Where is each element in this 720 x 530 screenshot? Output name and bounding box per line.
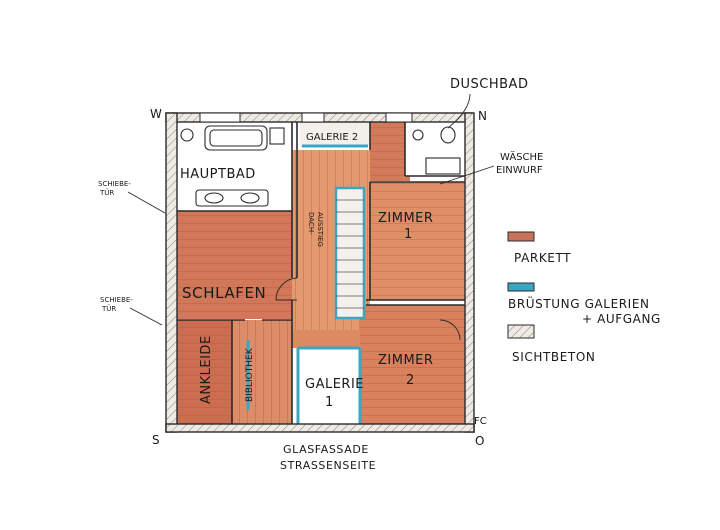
- annotation-duschbad: DUSCHBAD: [450, 77, 528, 92]
- annotation-waesche: WÄSCHE: [500, 150, 543, 163]
- annotation-einwurf: EINWURF: [496, 165, 543, 176]
- legend-swatch-parkett: [507, 231, 535, 242]
- legend-label-sichtbeton: SICHTBETON: [512, 350, 595, 364]
- label-dachausstieg-2: AUSSTIEG: [316, 212, 324, 247]
- toilet-icon: [180, 128, 194, 142]
- room-label-bibliothek: BIBLIOTHEK: [245, 347, 255, 402]
- room-label-ankleide: ANKLEIDE: [199, 335, 214, 404]
- artist-signature: FC: [474, 416, 487, 427]
- compass-north: N: [478, 109, 487, 123]
- room-label-hauptbad: HAUPTBAD: [180, 167, 256, 182]
- label-dachausstieg: DACH-: [307, 212, 315, 235]
- bathtub-icon: [204, 125, 268, 151]
- annotation-schiebetuer-1: SCHIEBE-: [98, 180, 131, 188]
- annotation-schiebetuer-2: SCHIEBE-: [100, 296, 133, 304]
- legend-label-bruestung: BRÜSTUNG GALERIEN: [508, 295, 650, 311]
- washbasin-icon: [195, 189, 269, 207]
- room-label-zimmer-2: ZIMMER: [378, 353, 433, 368]
- railings: [246, 144, 368, 424]
- room-label-zimmer-2-number: 2: [406, 373, 415, 388]
- room-label-galerie-1: GALERIE: [305, 377, 364, 392]
- legend-swatch-sichtbeton: [507, 324, 535, 339]
- door-swing: [275, 277, 298, 301]
- staircase: [334, 186, 366, 320]
- compass-east: O: [475, 434, 484, 448]
- annotation-glasfassade: GLASFASSADE: [283, 443, 369, 456]
- duschbad-sink-icon: [440, 126, 456, 144]
- room-label-galerie-1-number: 1: [325, 395, 334, 410]
- room-label-galerie-2: GALERIE 2: [306, 132, 358, 143]
- room-labels: HAUPTBAD GALERIE 2 SCHLAFEN ANKLEIDE BIB…: [180, 132, 433, 410]
- legend-swatch-bruestung: [507, 282, 535, 292]
- annotation-schiebetuer-2b: TÜR: [101, 304, 116, 313]
- bathroom-fixtures: [180, 125, 461, 207]
- compass-west: W: [150, 107, 162, 121]
- room-label-zimmer-1: ZIMMER: [378, 211, 433, 226]
- annotation-strassenseite: STRASSENSEITE: [280, 459, 376, 472]
- annotation-schiebetuer-1b: TÜR: [99, 188, 114, 197]
- compass-south: S: [152, 433, 160, 447]
- room-label-zimmer-1-number: 1: [404, 227, 413, 242]
- room-label-schlafen: SCHLAFEN: [182, 284, 266, 302]
- shower-toilet-icon: [412, 129, 424, 141]
- legend-label-parkett: PARKETT: [514, 251, 571, 265]
- inner-walls: [177, 122, 465, 424]
- legend-label-aufgang: + AUFGANG: [582, 312, 661, 326]
- galerie1-floor: [298, 348, 360, 424]
- annotations: DUSCHBAD WÄSCHE EINWURF SCHIEBE- TÜR SCH…: [98, 77, 543, 472]
- legend: PARKETT BRÜSTUNG GALERIEN + AUFGANG SICH…: [507, 231, 661, 364]
- galerie2-floor: [300, 121, 370, 147]
- compass-labels: W N S O: [150, 107, 487, 448]
